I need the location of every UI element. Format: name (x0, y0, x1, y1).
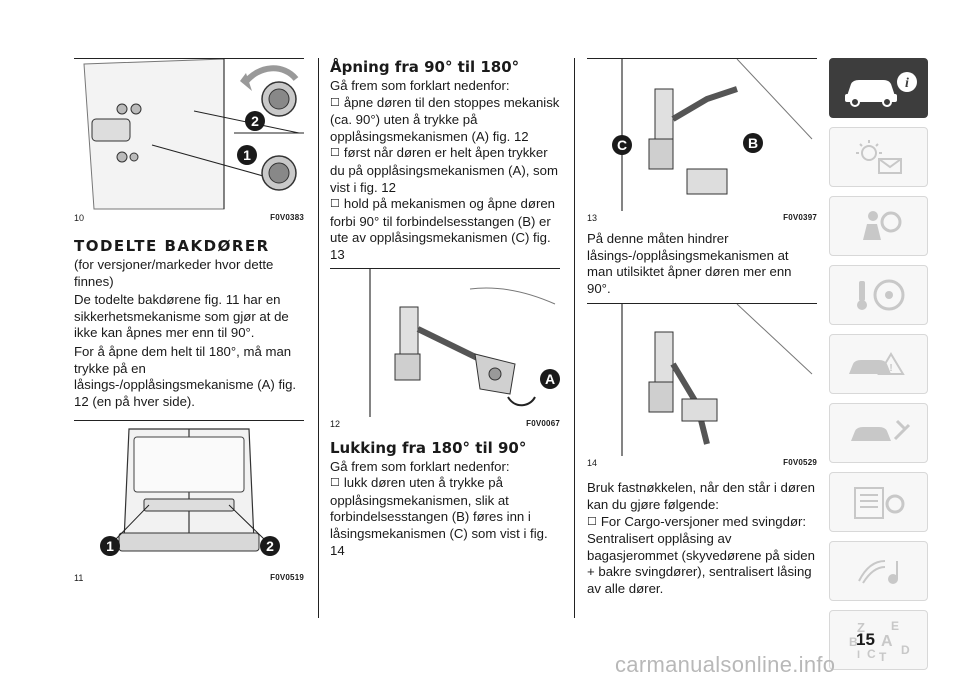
bullet-item: lukk døren uten å trykke på opplåsingsme… (330, 475, 560, 559)
callout-2 (260, 536, 280, 557)
svg-text:i: i (905, 76, 909, 91)
index-icon: Z E B A I C T D (849, 619, 910, 662)
figure-10: 2 1 10 F0V0383 (74, 58, 304, 223)
bullet-item: For Cargo-versjoner med svingdør: Sentra… (587, 514, 817, 598)
figure-caption: 11 F0V0519 (74, 573, 304, 583)
maintenance-icon (850, 419, 910, 441)
tab-index[interactable]: Z E B A I C T D (829, 610, 928, 670)
section-heading: Lukking fra 180° til 90° (330, 438, 527, 457)
callout-2 (245, 111, 265, 131)
tab-airbag[interactable] (829, 196, 928, 256)
multimedia-icon (857, 560, 898, 584)
section-heading: TODELTE BAKDØRER (74, 237, 270, 255)
chapter-tabs: i ! (829, 58, 928, 679)
callout-2-label: 2 (251, 113, 259, 129)
airbag-icon (862, 211, 901, 240)
figure-number: 14 (587, 458, 598, 469)
figure-14: 14 F0V0529 (587, 303, 817, 468)
callout-b-label: B (748, 135, 758, 151)
column-3: C B 13 F0V0397 På denne måten hindrer lå… (587, 58, 817, 598)
warning-lights-icon (855, 140, 902, 174)
figure-code: F0V0519 (270, 573, 304, 583)
callout-a (540, 368, 560, 389)
tab-multimedia[interactable] (829, 541, 928, 601)
column-2: Åpning fra 90° til 180° Gå frem som fork… (330, 58, 560, 559)
figure-code: F0V0529 (783, 458, 817, 468)
paragraph: Bruk fastnøkkelen, når den står i døren … (587, 480, 815, 512)
bullet-item: hold på mekanismen og åpne døren forbi 9… (330, 196, 560, 263)
car-info-icon: i (844, 72, 917, 107)
bullet-item: først når døren er helt åpen trykker du … (330, 145, 560, 196)
figure-caption: 14 F0V0529 (587, 458, 817, 468)
figure-number: 13 (587, 213, 598, 223)
svg-text:Z: Z (857, 620, 865, 635)
callout-c (612, 135, 632, 155)
svg-text:E: E (891, 619, 899, 633)
figure-code: F0V0383 (270, 213, 304, 222)
section-heading: Åpning fra 90° til 180° (330, 58, 520, 76)
figure-code: F0V0397 (783, 213, 817, 222)
breakdown-icon: ! (848, 352, 905, 375)
figure-caption: 12 F0V0067 (330, 419, 560, 429)
tab-car-info[interactable]: i (829, 58, 928, 118)
figure-number: 12 (330, 418, 341, 429)
svg-text:C: C (867, 647, 876, 661)
callout-1-label: 1 (243, 147, 251, 163)
svg-text:B: B (849, 635, 858, 649)
column-divider (318, 58, 319, 618)
figure-number: 10 (74, 213, 85, 223)
tab-specs[interactable] (829, 472, 928, 532)
paragraph: Gå frem som forklart nedenfor: (330, 458, 510, 474)
column-1: 2 1 10 F0V0383 TODELTE BAKDØRER (for ver… (74, 58, 304, 583)
figure-13: C B 13 F0V0397 (587, 58, 817, 223)
callout-b (743, 133, 763, 153)
paragraph: (for versjoner/markeder hvor dette finne… (74, 257, 274, 289)
paragraph: De todelte bakdørene fig. 11 har en sikk… (74, 292, 289, 341)
callout-1-label: 1 (106, 538, 114, 554)
tab-breakdown[interactable]: ! (829, 334, 928, 394)
callout-a-label: A (545, 371, 555, 387)
figure-caption: 10 F0V0383 (74, 213, 304, 223)
paragraph: På denne måten hindrer låsings-/opplåsin… (587, 231, 792, 296)
figure-11: 1 2 11 F0V0519 (74, 420, 304, 583)
svg-text:D: D (901, 643, 910, 657)
figure-caption: 13 F0V0397 (587, 213, 817, 223)
column-divider (574, 58, 575, 618)
svg-text:T: T (879, 650, 887, 662)
page-number: 15 (856, 630, 875, 649)
callout-c-label: C (617, 137, 627, 153)
specs-icon (853, 487, 904, 519)
figure-12: A 12 F0V0067 (330, 267, 560, 429)
svg-text:!: ! (889, 363, 892, 374)
tab-steering-start[interactable] (829, 265, 928, 325)
steering-start-icon (856, 279, 904, 311)
callout-2-label: 2 (266, 538, 274, 554)
paragraph: Gå frem som forklart nedenfor: (330, 78, 510, 93)
tab-maintenance[interactable] (829, 403, 928, 463)
bullet-item: åpne døren til den stoppes mekanisk (ca.… (330, 95, 560, 146)
tab-warning-lights[interactable] (829, 127, 928, 187)
figure-number: 11 (74, 573, 84, 584)
figure-code: F0V0067 (526, 418, 560, 428)
svg-text:I: I (857, 649, 860, 661)
svg-text:A: A (881, 633, 893, 650)
watermark: carmanualsonline.info (615, 652, 836, 677)
paragraph: For å åpne dem helt til 180°, må man try… (74, 343, 297, 409)
callout-1 (237, 145, 257, 165)
callout-1 (100, 536, 120, 557)
